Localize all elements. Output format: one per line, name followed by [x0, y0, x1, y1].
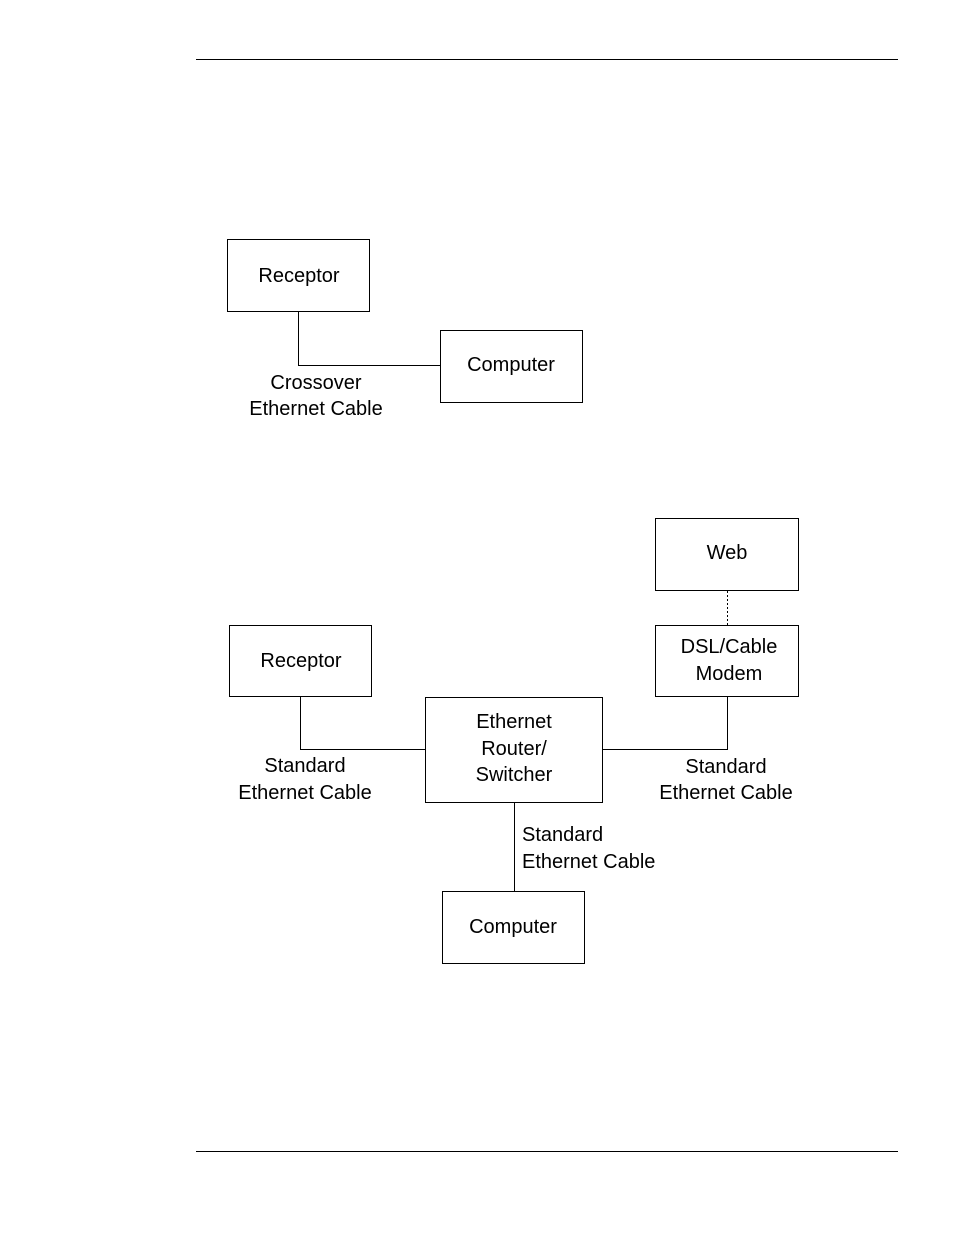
computer-node: Computer [441, 331, 583, 403]
modem-label-line1: DSL/Cable [681, 636, 778, 658]
receptor-node: Receptor [228, 240, 370, 312]
crossover-cable-label: Crossover Ethernet Cable [249, 372, 382, 420]
receptor-label-2: Receptor [260, 650, 341, 672]
receptor-label: Receptor [258, 265, 339, 287]
router-to-modem-cable [602, 697, 728, 750]
bottom-cable-label-line2: Ethernet Cable [522, 851, 655, 873]
network-connection-diagram: Web DSL/Cable Modem Receptor Ethernet Ro… [230, 519, 799, 964]
right-cable-label: Standard Ethernet Cable [659, 756, 792, 804]
left-cable-label: Standard Ethernet Cable [238, 755, 371, 804]
web-label: Web [707, 542, 748, 564]
receptor-node-2: Receptor [230, 626, 372, 697]
crossover-cable-label-line2: Ethernet Cable [249, 398, 382, 420]
crossover-cable-label-line1: Crossover [270, 372, 361, 394]
router-label-line2: Router/ [481, 738, 547, 760]
router-node: Ethernet Router/ Switcher [426, 698, 603, 803]
web-node: Web [656, 519, 799, 591]
crossover-cable-line [299, 312, 441, 366]
modem-node: DSL/Cable Modem [656, 626, 799, 697]
direct-connection-diagram: Receptor Computer Crossover Ethernet Cab… [228, 240, 583, 421]
left-cable-label-line1: Standard [264, 755, 345, 777]
left-cable-label-line2: Ethernet Cable [238, 782, 371, 804]
computer-label: Computer [467, 354, 555, 376]
router-label-line1: Ethernet [476, 711, 552, 733]
modem-label-line2: Modem [696, 663, 763, 685]
bottom-cable-label: Standard Ethernet Cable [522, 824, 655, 873]
right-cable-label-line2: Ethernet Cable [659, 782, 792, 804]
router-label-line3: Switcher [476, 764, 553, 786]
right-cable-label-line1: Standard [685, 756, 766, 778]
computer-label-2: Computer [469, 916, 557, 938]
receptor-to-router-cable [301, 697, 426, 750]
computer-node-2: Computer [443, 892, 585, 964]
bottom-cable-label-line1: Standard [522, 824, 603, 846]
